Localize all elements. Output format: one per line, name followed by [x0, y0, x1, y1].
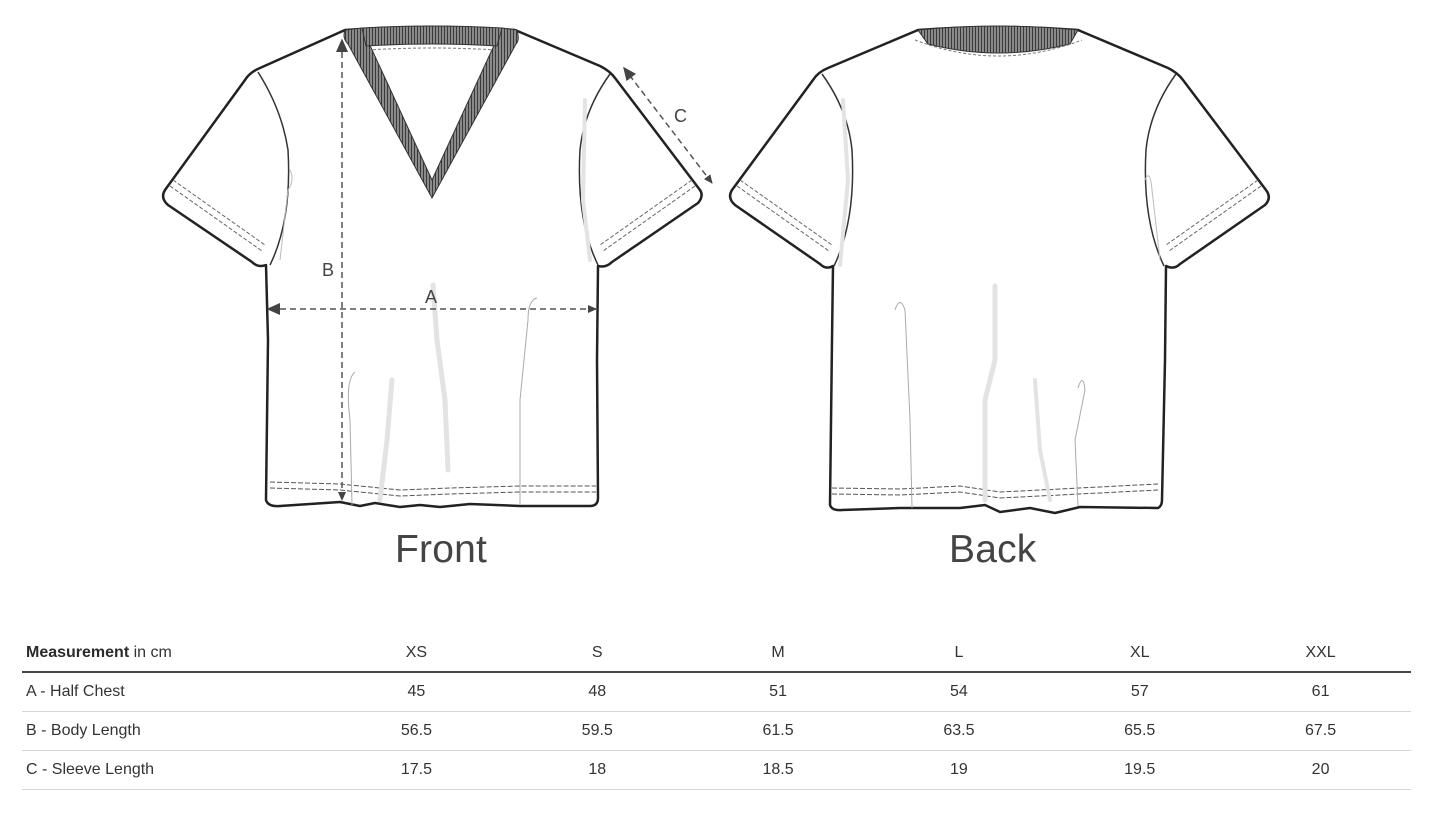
- table-cell: 18: [506, 750, 688, 790]
- size-chart-table: Measurement in cm XS S M L XL XXL A - Ha…: [22, 634, 1411, 790]
- table-header-row: Measurement in cm XS S M L XL XXL: [22, 634, 1411, 673]
- size-header-l: L: [868, 634, 1050, 673]
- row-label: B - Body Length: [22, 711, 326, 751]
- table-cell: 20: [1230, 750, 1411, 790]
- table-cell: 18.5: [687, 750, 869, 790]
- table-cell: 48: [506, 672, 688, 712]
- size-header-xl: XL: [1049, 634, 1231, 673]
- size-header-xs: XS: [326, 634, 507, 673]
- front-tshirt: [161, 25, 713, 509]
- measurement-header-unit: in cm: [129, 643, 172, 661]
- table-cell: 61.5: [687, 711, 869, 751]
- measurement-header: Measurement in cm: [22, 634, 326, 673]
- dimension-label-a: A: [425, 287, 438, 307]
- table-cell: 61: [1230, 672, 1411, 712]
- table-cell: 45: [326, 672, 507, 712]
- size-header-m: M: [687, 634, 869, 673]
- table-cell: 67.5: [1230, 711, 1411, 751]
- row-label: A - Half Chest: [22, 672, 326, 712]
- table-row-body-length: B - Body Length 56.5 59.5 61.5 63.5 65.5…: [22, 711, 1411, 751]
- table-cell: 51: [687, 672, 869, 712]
- table-cell: 19.5: [1049, 750, 1231, 790]
- table-cell: 63.5: [868, 711, 1050, 751]
- table-cell: 17.5: [326, 750, 507, 790]
- size-guide-figure: B A C Front Back: [161, 25, 1270, 571]
- measurement-header-strong: Measurement: [26, 643, 130, 661]
- dimension-label-c: C: [674, 106, 687, 126]
- front-view-label: Front: [395, 528, 488, 571]
- table-cell: 65.5: [1049, 711, 1231, 751]
- table-cell: 56.5: [326, 711, 507, 751]
- table-row-sleeve-length: C - Sleeve Length 17.5 18 18.5 19 19.5 2…: [22, 750, 1411, 790]
- table-cell: 19: [868, 750, 1050, 790]
- back-tshirt: [728, 25, 1270, 515]
- size-header-s: S: [506, 634, 688, 673]
- table-row-half-chest: A - Half Chest 45 48 51 54 57 61: [22, 672, 1411, 712]
- tshirt-illustration: [161, 25, 1270, 515]
- row-label: C - Sleeve Length: [22, 750, 326, 790]
- table-cell: 57: [1049, 672, 1231, 712]
- table-cell: 59.5: [506, 711, 688, 751]
- table-cell: 54: [868, 672, 1050, 712]
- size-header-xxl: XXL: [1230, 634, 1411, 673]
- dimension-label-b: B: [322, 260, 335, 280]
- back-view-label: Back: [949, 528, 1037, 571]
